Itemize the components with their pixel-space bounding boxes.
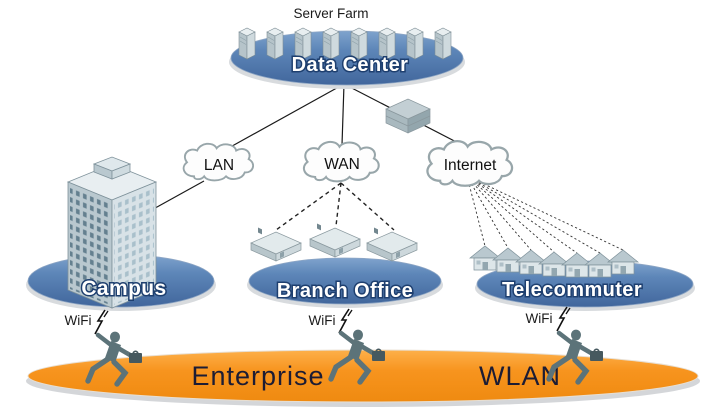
wifi-branch: WiFi [309,308,353,334]
server-tower-icon [434,27,452,60]
internet-telecommuter-links [466,175,624,254]
lan-cloud: LAN [182,142,255,182]
lightning-bolt-icon [556,306,571,332]
branch-building-icon [309,223,361,258]
branch-building-icon [250,227,302,262]
lightning-bolt-icon [94,309,109,335]
server-tower-icon [406,27,424,60]
campus-label: Campus [81,277,166,300]
data-center-label: Data Center [292,54,409,76]
house-icon [584,252,616,278]
backbone-links [147,83,467,213]
house-icon [607,249,639,275]
office-building-icon [66,156,158,309]
telecommuter-label: Telecommuter [502,279,642,301]
link-datacenter-wan [341,83,345,146]
data-center-ellipse [230,30,464,86]
branch-office-label: Branch Office [277,280,413,302]
router-icon [385,98,431,134]
wifi-label: WiFi [65,313,92,328]
wifi-telecommuter: WiFi [526,306,571,332]
wifi-campus: WiFi [65,309,109,335]
wlan-label: WLAN [479,361,561,391]
wan-branch-links [275,182,395,231]
server-tower-icon [266,27,284,60]
wifi-label: WiFi [526,311,553,326]
link-datacenter-lan [224,83,345,151]
branch-ellipse [248,257,442,305]
wan-label: WAN [324,156,360,173]
campus-node: Campus [26,156,216,311]
enterprise-label: Enterprise [191,361,324,391]
link-lan-campus [147,180,205,213]
branch-building-icon [366,227,418,262]
internet-cloud: Internet [426,139,514,187]
branch-office-node: Branch Office [247,223,443,308]
server-farm-label: Server Farm [293,6,368,21]
internet-label: Internet [444,157,497,174]
data-center-node: Server Farm Data Center [229,6,465,89]
lan-label: LAN [204,157,234,174]
wifi-label: WiFi [309,313,336,328]
server-tower-icon [238,27,256,60]
wan-cloud: WAN [302,140,380,183]
telecommuter-node: Telecommuter [469,245,695,311]
lightning-bolt-icon [338,308,353,334]
